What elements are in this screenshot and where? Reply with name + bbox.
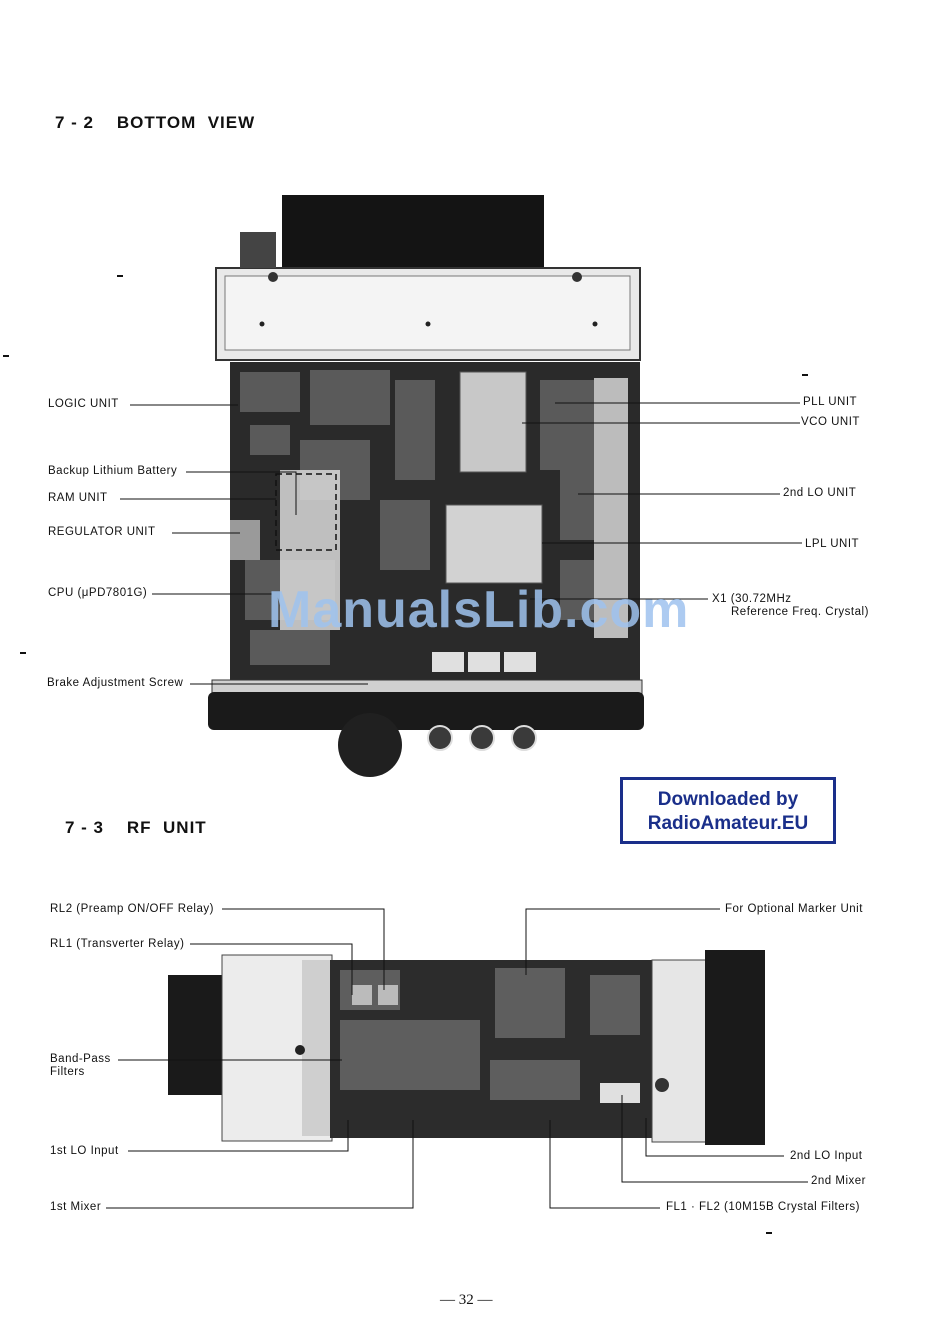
label-vco-unit: VCO UNIT <box>801 416 860 428</box>
label-2nd-lo-unit: 2nd LO UNIT <box>783 487 857 499</box>
label-backup-battery: Backup Lithium Battery <box>48 465 178 477</box>
page-number: — 32 — <box>440 1292 493 1308</box>
label-2nd-lo-input: 2nd LO Input <box>790 1150 863 1162</box>
label-band-pass-2: Filters <box>50 1066 85 1078</box>
watermark: ManualsLib.com <box>268 581 690 639</box>
bottom-view-photo <box>208 195 644 777</box>
label-logic-unit: LOGIC UNIT <box>48 398 119 410</box>
label-cpu: CPU (μPD7801G) <box>48 587 148 599</box>
rf-unit-leaders <box>106 908 808 1209</box>
rf-unit-photo <box>168 950 765 1145</box>
label-1st-lo-input: 1st LO Input <box>50 1145 119 1157</box>
bottom-view-leaders <box>120 402 802 685</box>
label-crystal-filters: FL1 · FL2 (10M15B Crystal Filters) <box>666 1201 861 1213</box>
label-2nd-mixer: 2nd Mixer <box>811 1175 866 1187</box>
label-optional-marker: For Optional Marker Unit <box>725 903 863 915</box>
label-ram-unit: RAM UNIT <box>48 492 108 504</box>
download-badge-line2: RadioAmateur.EU <box>647 813 809 834</box>
download-badge-line1: Downloaded by <box>657 789 799 810</box>
label-rl2: RL2 (Preamp ON/OFF Relay) <box>50 903 214 915</box>
label-x1-line2: Reference Freq. Crystal) <box>731 606 869 618</box>
label-rl1: RL1 (Transverter Relay) <box>50 938 185 950</box>
label-band-pass-1: Band-Pass <box>50 1053 111 1065</box>
label-1st-mixer: 1st Mixer <box>50 1201 102 1213</box>
label-brake-screw: Brake Adjustment Screw <box>47 677 184 689</box>
rf-unit-heading: 7 - 3 RF UNIT <box>65 818 207 837</box>
bottom-view-heading: 7 - 2 BOTTOM VIEW <box>55 113 256 132</box>
download-badge[interactable]: Downloaded by RadioAmateur.EU <box>620 777 836 844</box>
scan-marks <box>3 275 808 1234</box>
label-x1-line1: X1 (30.72MHz <box>712 593 792 605</box>
label-pll-unit: PLL UNIT <box>803 396 858 408</box>
label-regulator-unit: REGULATOR UNIT <box>48 526 156 538</box>
label-lpl-unit: LPL UNIT <box>805 538 860 550</box>
